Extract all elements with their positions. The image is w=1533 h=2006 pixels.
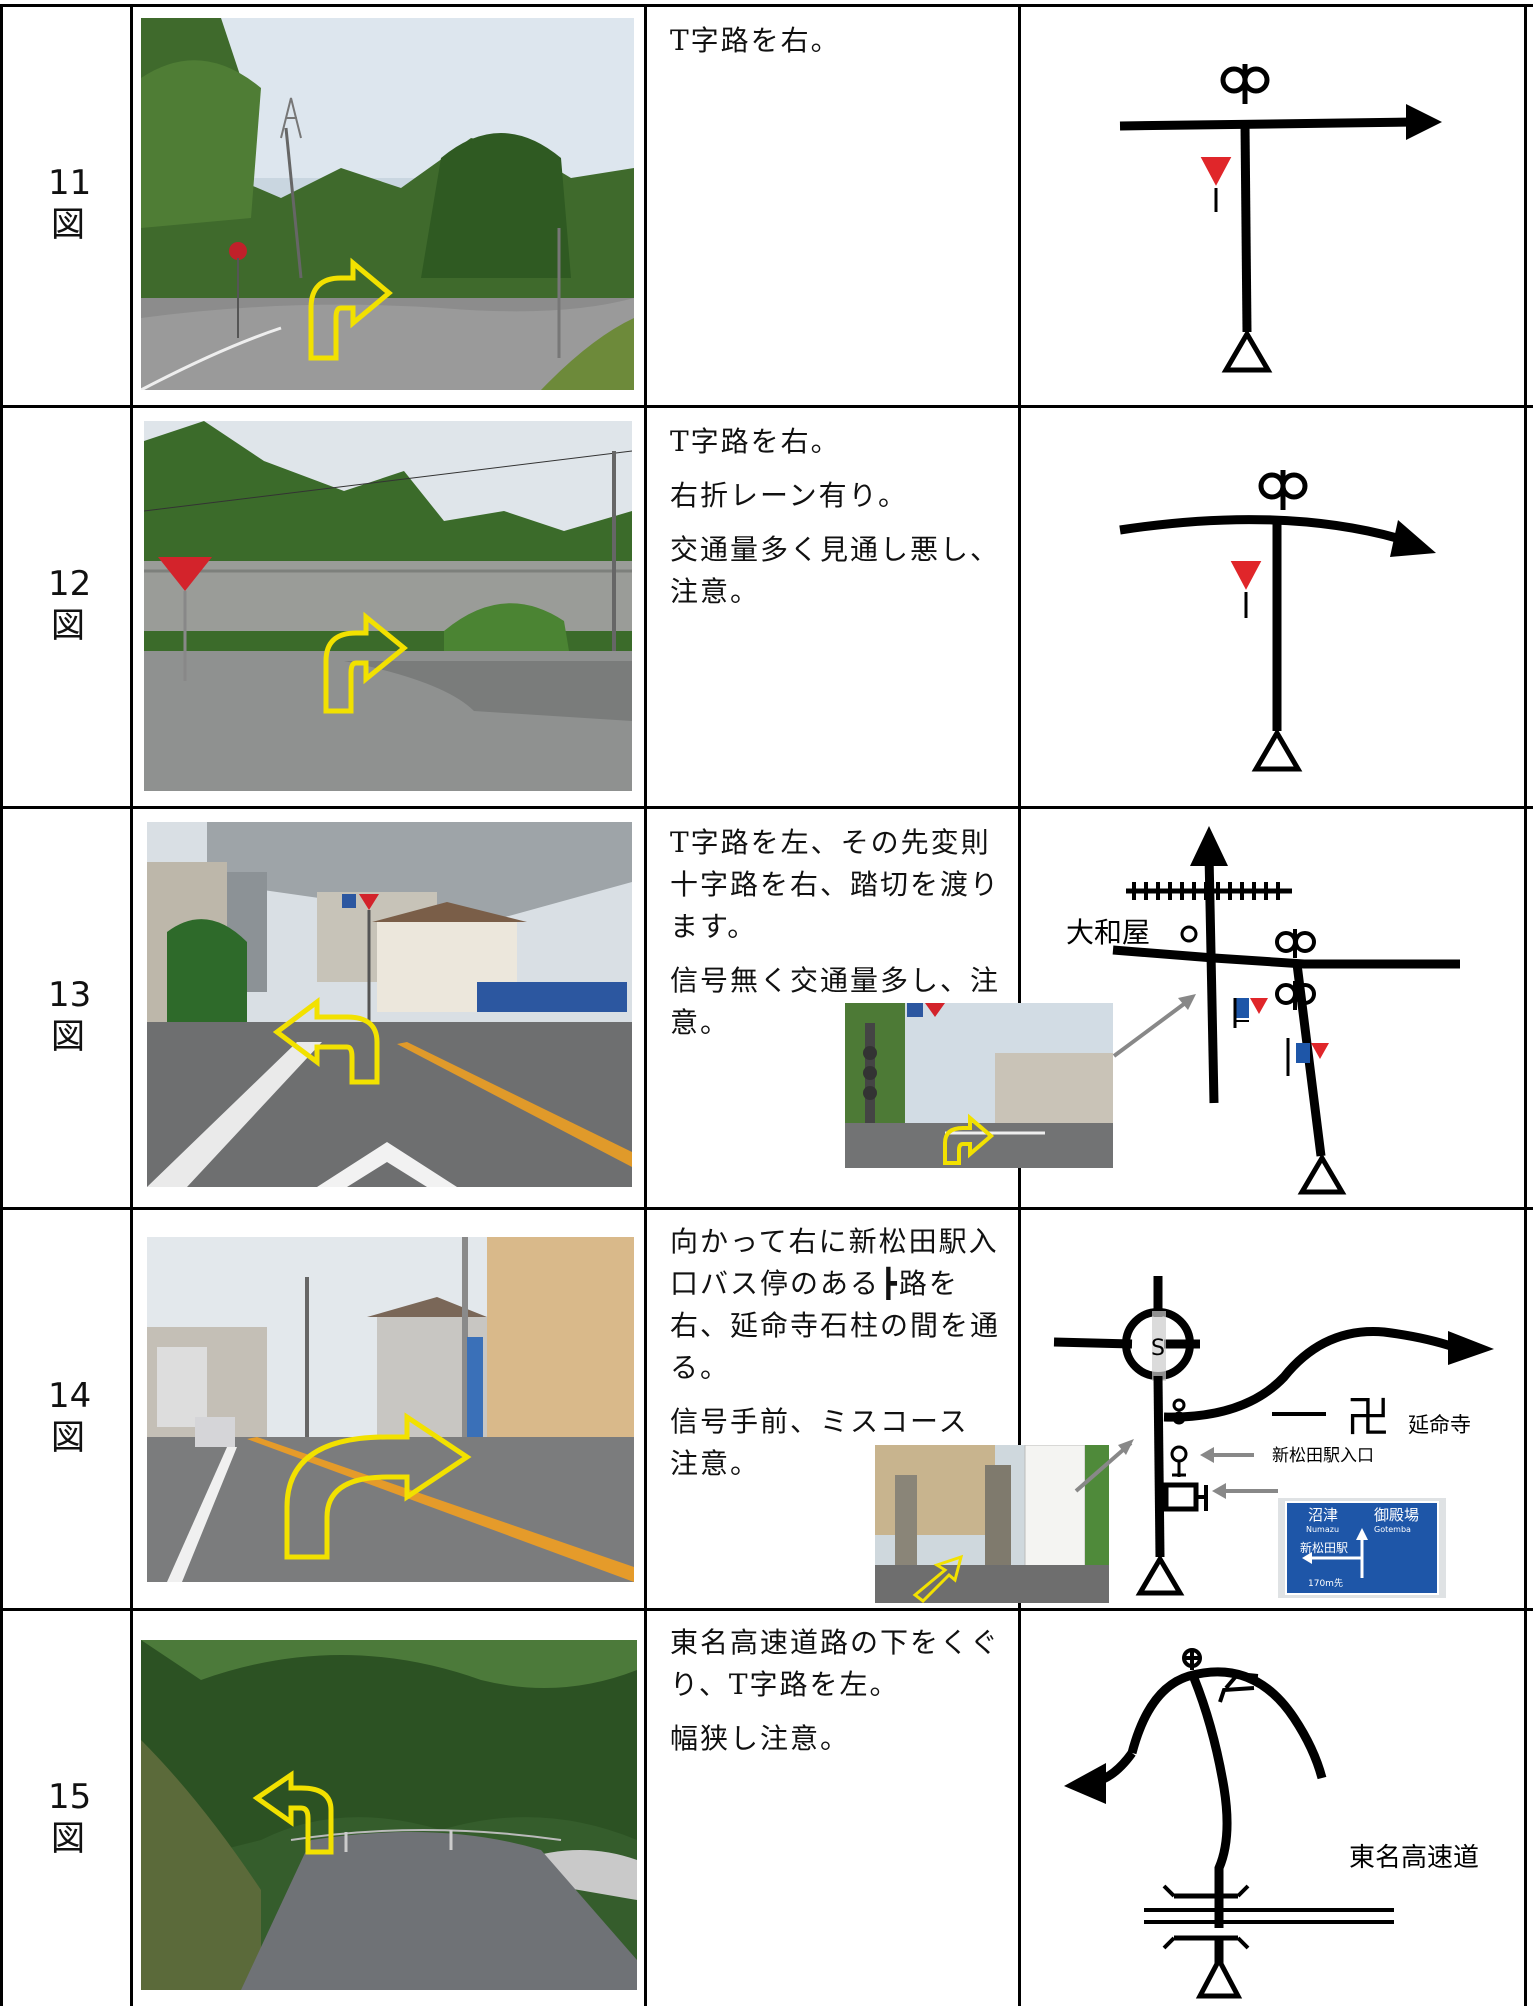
- table-row: 12 図 T字路を右。 右折レーン有り。 交通量多く見通し悪し、注意。: [0, 405, 1533, 806]
- figure-label: 13 図: [48, 975, 92, 1057]
- route-diagram: S 卍 延命寺: [1024, 1207, 1530, 1608]
- route-diagram: [1024, 4, 1530, 405]
- temple-label: 延命寺: [1408, 1413, 1471, 1437]
- table-row: 14 図 向かって右に新松田駅入口バス停のある┣路を右、延命寺石柱の間を通る。 …: [0, 1207, 1533, 1608]
- route-description: T字路を右。 右折レーン有り。 交通量多く見通し悪し、注意。: [670, 425, 1001, 608]
- stop-sign-icon: [1227, 559, 1265, 618]
- route-diagram: [1024, 405, 1530, 806]
- table-border: [0, 405, 1533, 408]
- table-border: [0, 5, 3, 2006]
- stop-sign-icon: [1233, 998, 1268, 1028]
- inset-photo: [845, 1003, 1113, 1168]
- table-border: [644, 5, 647, 2006]
- shop-label: 大和屋: [1066, 916, 1150, 949]
- route-photo: [141, 1640, 637, 1990]
- traffic-signal-icon: [1275, 981, 1316, 1010]
- route-description: T字路を右。: [670, 24, 841, 57]
- start-triangle-icon: [1297, 1153, 1347, 1195]
- start-triangle-icon: [1135, 1554, 1185, 1596]
- route-description: 東名高速道路の下をくぐり、T字路を左。 幅狭し注意。: [670, 1626, 1001, 1755]
- landmark-dot-icon: [1180, 925, 1198, 943]
- sign-text: 御殿場: [1374, 1506, 1419, 1524]
- stop-sign-icon: [1286, 1038, 1329, 1076]
- start-triangle-icon: [1221, 329, 1273, 373]
- figure-label: 14 図: [48, 1376, 92, 1458]
- table-border: [0, 1608, 1533, 1611]
- highway-label: 東名高速道: [1349, 1843, 1479, 1873]
- table-border: [130, 5, 133, 2006]
- sign-text: 170m先: [1308, 1577, 1343, 1589]
- traffic-signal-icon: [1220, 64, 1270, 104]
- temple-icon: 卍: [1346, 1392, 1390, 1443]
- route-diagram: 大和屋: [1024, 806, 1530, 1207]
- figure-label: 15 図: [48, 1777, 92, 1859]
- figure-label: 12 図: [48, 564, 92, 646]
- inset-photo: [875, 1445, 1109, 1603]
- bus-sign-icon: [1163, 1482, 1208, 1512]
- table-border: [0, 806, 1533, 809]
- traffic-signal-icon: [1182, 1648, 1202, 1670]
- sign-text: Gotemba: [1374, 1525, 1411, 1534]
- road-sign-photo: 沼津 御殿場 Numazu Gotemba 新松田駅 170m先: [1278, 1498, 1446, 1598]
- sign-text: 新松田駅: [1300, 1540, 1348, 1555]
- route-photo: [141, 18, 634, 390]
- figure-label: 11 図: [48, 163, 92, 245]
- start-triangle-icon: [1251, 728, 1303, 772]
- traffic-signal-icon: [1275, 929, 1316, 958]
- traffic-signal-icon: [1258, 470, 1308, 510]
- busstop-label: 新松田駅入口: [1272, 1446, 1374, 1466]
- station-mark: S: [1151, 1336, 1165, 1361]
- route-photo: [147, 822, 632, 1187]
- table-border: [0, 1207, 1533, 1210]
- route-description: 向かって右に新松田駅入口バス停のある┣路を右、延命寺石柱の間を通る。 信号手前、…: [670, 1225, 1001, 1480]
- table-border: [0, 4, 1533, 7]
- start-triangle-icon: [1195, 1954, 1243, 1999]
- route-description: T字路を左、その先変則十字路を右、踏切を渡ります。 信号無く交通量多し、注意。: [670, 826, 1001, 1039]
- sign-text: Numazu: [1306, 1525, 1339, 1534]
- route-photo: [144, 421, 632, 791]
- table-border: [1524, 5, 1527, 2006]
- table-row: 15 図 東名高速道路の下をくぐり、T字路を左。 幅狭し注意。: [0, 1608, 1533, 2006]
- route-photo: [147, 1237, 634, 1582]
- sign-text: 沼津: [1308, 1506, 1338, 1524]
- route-diagram: 東名高速道: [1024, 1608, 1530, 2006]
- bus-stop-icon: [1170, 1398, 1188, 1477]
- stop-sign-icon: [1197, 155, 1235, 212]
- table-row: 13 図 T字路を左、その先変則十字路を右、踏切を渡ります。 信号無く交通量多し…: [0, 806, 1533, 1207]
- table-row: 11 図 T字路を右。: [0, 4, 1533, 405]
